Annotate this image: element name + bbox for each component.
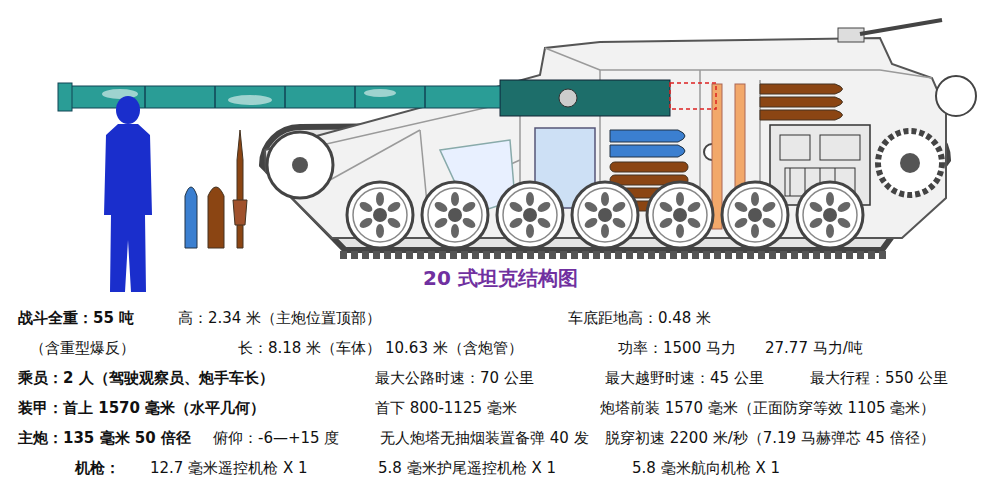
spec-text: 车底距地高：0.48 米 xyxy=(568,309,711,327)
spec-text: 主炮：135 毫米 50 倍径 xyxy=(18,429,191,447)
spec-text: （含重型爆反） xyxy=(30,339,135,357)
spec-text: 俯仰：-6—+15 度 xyxy=(213,429,339,447)
spec-text: 机枪： xyxy=(75,459,120,477)
spec-text: 乘员：2 人（驾驶观察员、炮手车长） xyxy=(18,369,274,387)
spec-text: 炮塔前装 1570 毫米（正面防穿等效 1105 毫米） xyxy=(600,399,935,417)
spec-text: 最大行程：550 公里 xyxy=(810,369,948,387)
spec-text: 最大越野时速：45 公里 xyxy=(605,369,764,387)
diagram-title: 20 式坦克结构图 xyxy=(423,266,578,290)
spec-text: 12.7 毫米遥控机枪 X 1 xyxy=(150,459,308,477)
spec-text: 最大公路时速：70 公里 xyxy=(375,369,534,387)
spec-text: 无人炮塔无抽烟装置备弹 40 发 xyxy=(380,429,589,447)
spec-text: 脱穿初速 2200 米/秒（7.19 马赫弹芯 45 倍径） xyxy=(605,429,935,447)
spec-text: 功率：1500 马力 xyxy=(618,339,736,357)
spec-text: 高：2.34 米（主炮位置顶部） xyxy=(178,309,381,327)
spec-text: 5.8 毫米航向机枪 X 1 xyxy=(632,459,780,477)
spec-text: 长：8.18 米（车体） xyxy=(238,339,381,357)
spec-text: 27.77 马力/吨 xyxy=(765,339,863,357)
spec-text: 装甲：首上 1570 毫米（水平几何） xyxy=(18,399,265,417)
spec-text: 10.63 米（含炮管） xyxy=(385,339,523,357)
spec-text: 5.8 毫米护尾遥控机枪 X 1 xyxy=(378,459,556,477)
spec-text: 首下 800-1125 毫米 xyxy=(375,399,517,417)
spec-text: 战斗全重：55 吨 xyxy=(18,309,134,327)
